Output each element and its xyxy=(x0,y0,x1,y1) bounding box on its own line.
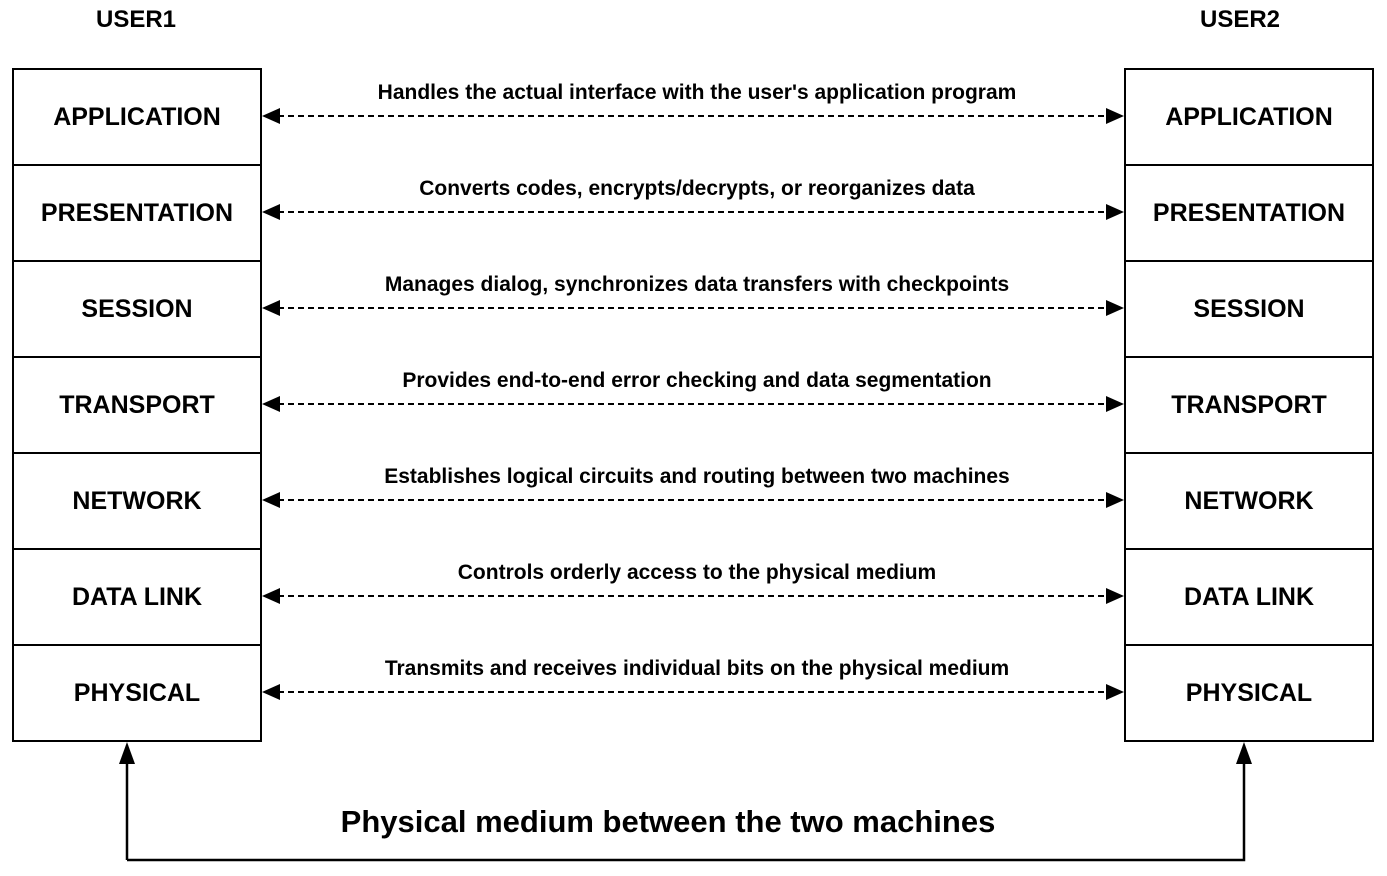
peer-link-arrow-left-transport xyxy=(262,396,280,412)
user2-layer-physical: PHYSICAL xyxy=(1185,678,1313,707)
peer-link-description-application: Handles the actual interface with the us… xyxy=(378,81,1017,104)
user1-layer-transport: TRANSPORT xyxy=(14,358,260,454)
peer-link-arrow-left-physical xyxy=(262,684,280,700)
user1-layer-network: NETWORK xyxy=(14,454,260,550)
user2-layer-application: APPLICATION xyxy=(1126,70,1372,166)
peer-link-arrow-right-session xyxy=(1106,300,1124,316)
user1-label: USER1 xyxy=(96,6,177,33)
user1-layer-stack: APPLICATION PRESENTATION SESSION TRANSPO… xyxy=(12,68,262,742)
peer-link-arrow-left-presentation xyxy=(262,204,280,220)
peer-link-arrow-left-network xyxy=(262,492,280,508)
physical-medium-arrow-left xyxy=(119,742,135,764)
user2-label: USER2 xyxy=(1200,6,1281,33)
user1-layer-physical: PHYSICAL xyxy=(73,678,201,707)
user2-layer-presentation: PRESENTATION xyxy=(1126,166,1372,262)
user2-layer-stack: APPLICATION PRESENTATION SESSION TRANSPO… xyxy=(1124,68,1374,742)
peer-link-description-session: Manages dialog, synchronizes data transf… xyxy=(385,273,1009,296)
user1-layer-session: SESSION xyxy=(14,262,260,358)
user2-layer-session: SESSION xyxy=(1126,262,1372,358)
peer-link-arrow-right-data-link xyxy=(1106,588,1124,604)
peer-link-arrow-left-session xyxy=(262,300,280,316)
peer-link-arrow-right-physical xyxy=(1106,684,1124,700)
peer-link-description-data-link: Controls orderly access to the physical … xyxy=(458,561,936,584)
peer-link-arrow-right-transport xyxy=(1106,396,1124,412)
user1-layer-data-link: DATA LINK xyxy=(14,550,260,646)
physical-medium-label: Physical medium between the two machines xyxy=(341,804,996,839)
user1-layer-application: APPLICATION xyxy=(14,70,260,166)
peer-link-arrow-right-presentation xyxy=(1106,204,1124,220)
peer-link-arrow-right-network xyxy=(1106,492,1124,508)
peer-link-description-presentation: Converts codes, encrypts/decrypts, or re… xyxy=(419,177,975,200)
user2-layer-network: NETWORK xyxy=(1126,454,1372,550)
user2-layer-data-link: DATA LINK xyxy=(1126,550,1372,646)
peer-link-description-transport: Provides end-to-end error checking and d… xyxy=(402,369,991,392)
physical-medium-arrow-right xyxy=(1236,742,1252,764)
peer-link-arrow-left-application xyxy=(262,108,280,124)
user2-layer-transport: TRANSPORT xyxy=(1126,358,1372,454)
peer-link-description-network: Establishes logical circuits and routing… xyxy=(384,465,1009,488)
user1-layer-presentation: PRESENTATION xyxy=(14,166,260,262)
peer-link-arrow-left-data-link xyxy=(262,588,280,604)
peer-link-description-physical: Transmits and receives individual bits o… xyxy=(385,657,1009,680)
peer-link-arrow-right-application xyxy=(1106,108,1124,124)
physical-medium-line xyxy=(125,752,1246,862)
